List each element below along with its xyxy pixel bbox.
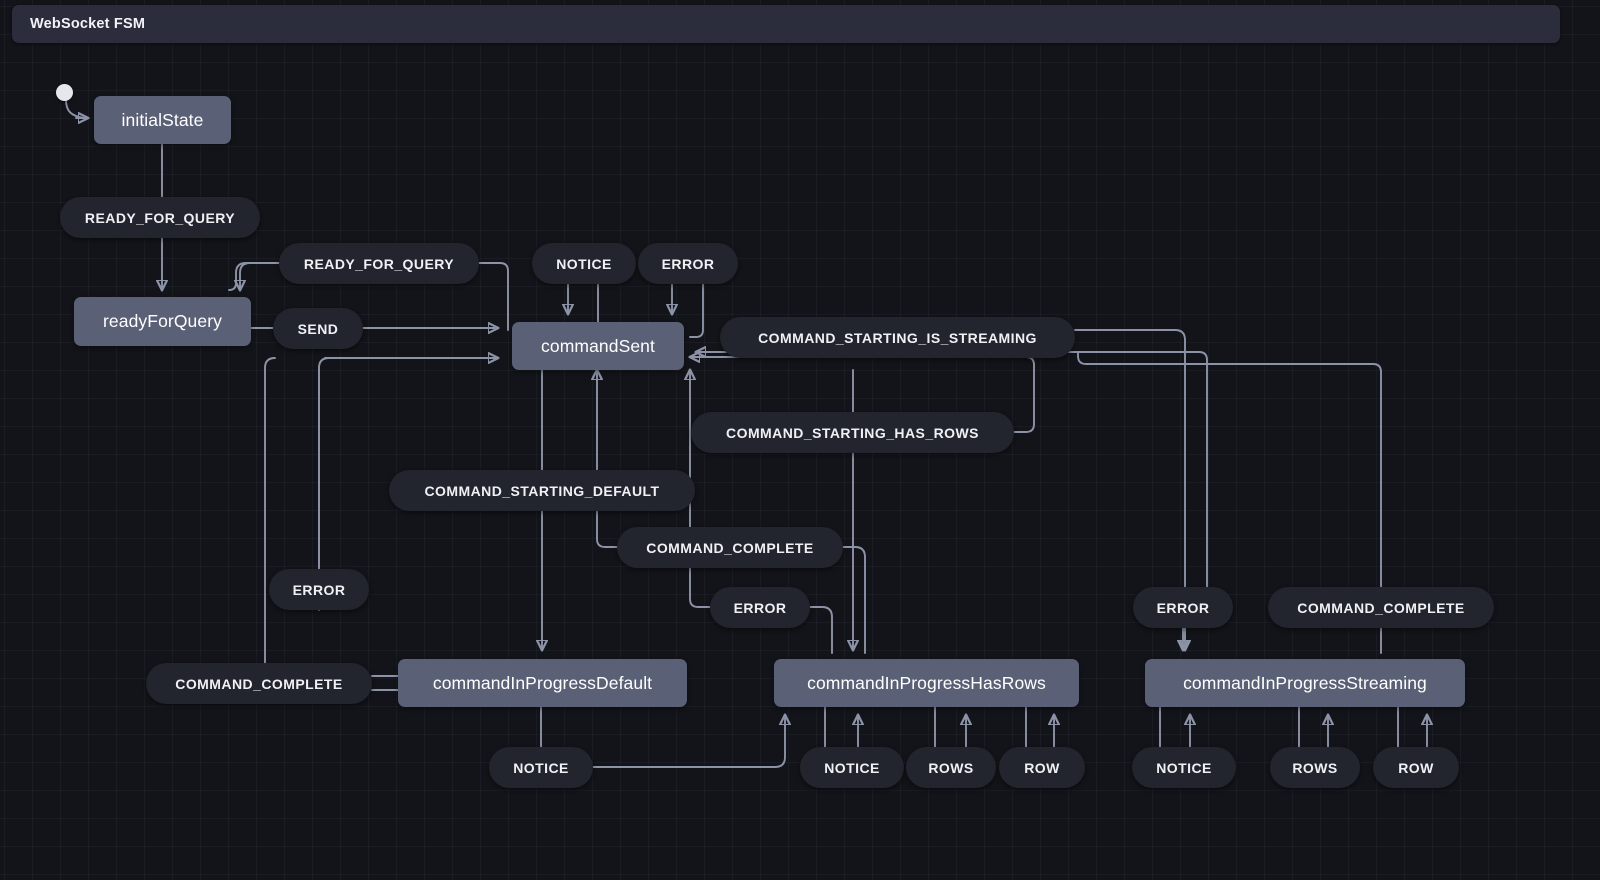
event-label: COMMAND_COMPLETE — [175, 675, 343, 692]
event-pill-row-streaming[interactable]: ROW — [1373, 747, 1459, 788]
state-label: commandInProgressHasRows — [807, 672, 1046, 693]
window-title: WebSocket FSM — [30, 16, 146, 32]
event-pill-error-has-rows[interactable]: ERROR — [710, 587, 810, 628]
state-label: commandInProgressStreaming — [1183, 672, 1427, 693]
event-label: ROWS — [1292, 759, 1338, 776]
event-pill-ready-for-query-return[interactable]: READY_FOR_QUERY — [279, 243, 479, 284]
event-label: SEND — [297, 320, 339, 337]
event-pill-notice-streaming[interactable]: NOTICE — [1132, 747, 1236, 788]
initial-state-dot — [56, 84, 73, 101]
event-label: NOTICE — [556, 255, 612, 272]
event-label: COMMAND_COMPLETE — [1297, 599, 1465, 616]
state-node-commandSent[interactable]: commandSent — [512, 322, 684, 370]
event-pill-rows-streaming[interactable]: ROWS — [1270, 747, 1360, 788]
event-label: ROW — [1398, 759, 1434, 776]
event-label: COMMAND_STARTING_HAS_ROWS — [726, 424, 979, 441]
event-pill-command-complete-has-rows[interactable]: COMMAND_COMPLETE — [617, 527, 843, 568]
event-label: NOTICE — [513, 759, 569, 776]
window-titlebar: WebSocket FSM — [12, 5, 1560, 43]
state-node-commandInProgressStreaming[interactable]: commandInProgressStreaming — [1145, 659, 1465, 707]
event-label: COMMAND_COMPLETE — [646, 539, 814, 556]
event-label: ROWS — [928, 759, 974, 776]
event-label: READY_FOR_QUERY — [84, 209, 236, 226]
event-label: COMMAND_STARTING_IS_STREAMING — [758, 329, 1037, 346]
state-label: initialState — [121, 109, 204, 130]
event-label: COMMAND_STARTING_DEFAULT — [424, 482, 660, 499]
event-pill-command-starting-has-rows[interactable]: COMMAND_STARTING_HAS_ROWS — [691, 412, 1014, 453]
event-pill-command-starting-default[interactable]: COMMAND_STARTING_DEFAULT — [389, 470, 695, 511]
event-pill-error-streaming[interactable]: ERROR — [1133, 587, 1233, 628]
event-pill-ready-for-query-initial[interactable]: READY_FOR_QUERY — [60, 197, 260, 238]
event-label: ERROR — [292, 581, 346, 598]
state-label: commandSent — [541, 335, 655, 356]
event-label: NOTICE — [1156, 759, 1212, 776]
event-pill-error-default[interactable]: ERROR — [269, 569, 369, 610]
event-pill-notice-default[interactable]: NOTICE — [489, 747, 593, 788]
event-pill-error-command-sent[interactable]: ERROR — [638, 243, 738, 284]
event-label: ROW — [1024, 759, 1060, 776]
event-pill-command-complete-streaming[interactable]: COMMAND_COMPLETE — [1268, 587, 1494, 628]
state-label: readyForQuery — [103, 311, 222, 331]
event-pill-rows-has-rows[interactable]: ROWS — [906, 747, 996, 788]
event-label: ERROR — [1156, 599, 1210, 616]
state-node-commandInProgressHasRows[interactable]: commandInProgressHasRows — [774, 659, 1079, 707]
event-pill-command-starting-is-streaming[interactable]: COMMAND_STARTING_IS_STREAMING — [720, 317, 1075, 358]
state-node-commandInProgressDefault[interactable]: commandInProgressDefault — [398, 659, 687, 707]
event-label: ERROR — [733, 599, 787, 616]
state-node-initialState[interactable]: initialState — [94, 96, 231, 144]
event-pill-command-complete-default[interactable]: COMMAND_COMPLETE — [146, 663, 372, 704]
state-label: commandInProgressDefault — [432, 672, 653, 693]
event-label: ERROR — [661, 255, 715, 272]
event-pill-send[interactable]: SEND — [273, 308, 363, 349]
event-pill-row-has-rows[interactable]: ROW — [999, 747, 1085, 788]
event-pill-notice-has-rows[interactable]: NOTICE — [800, 747, 904, 788]
event-label: READY_FOR_QUERY — [303, 255, 455, 272]
event-pill-notice-command-sent[interactable]: NOTICE — [532, 243, 636, 284]
state-node-readyForQuery[interactable]: readyForQuery — [74, 297, 251, 346]
event-label: NOTICE — [824, 759, 880, 776]
